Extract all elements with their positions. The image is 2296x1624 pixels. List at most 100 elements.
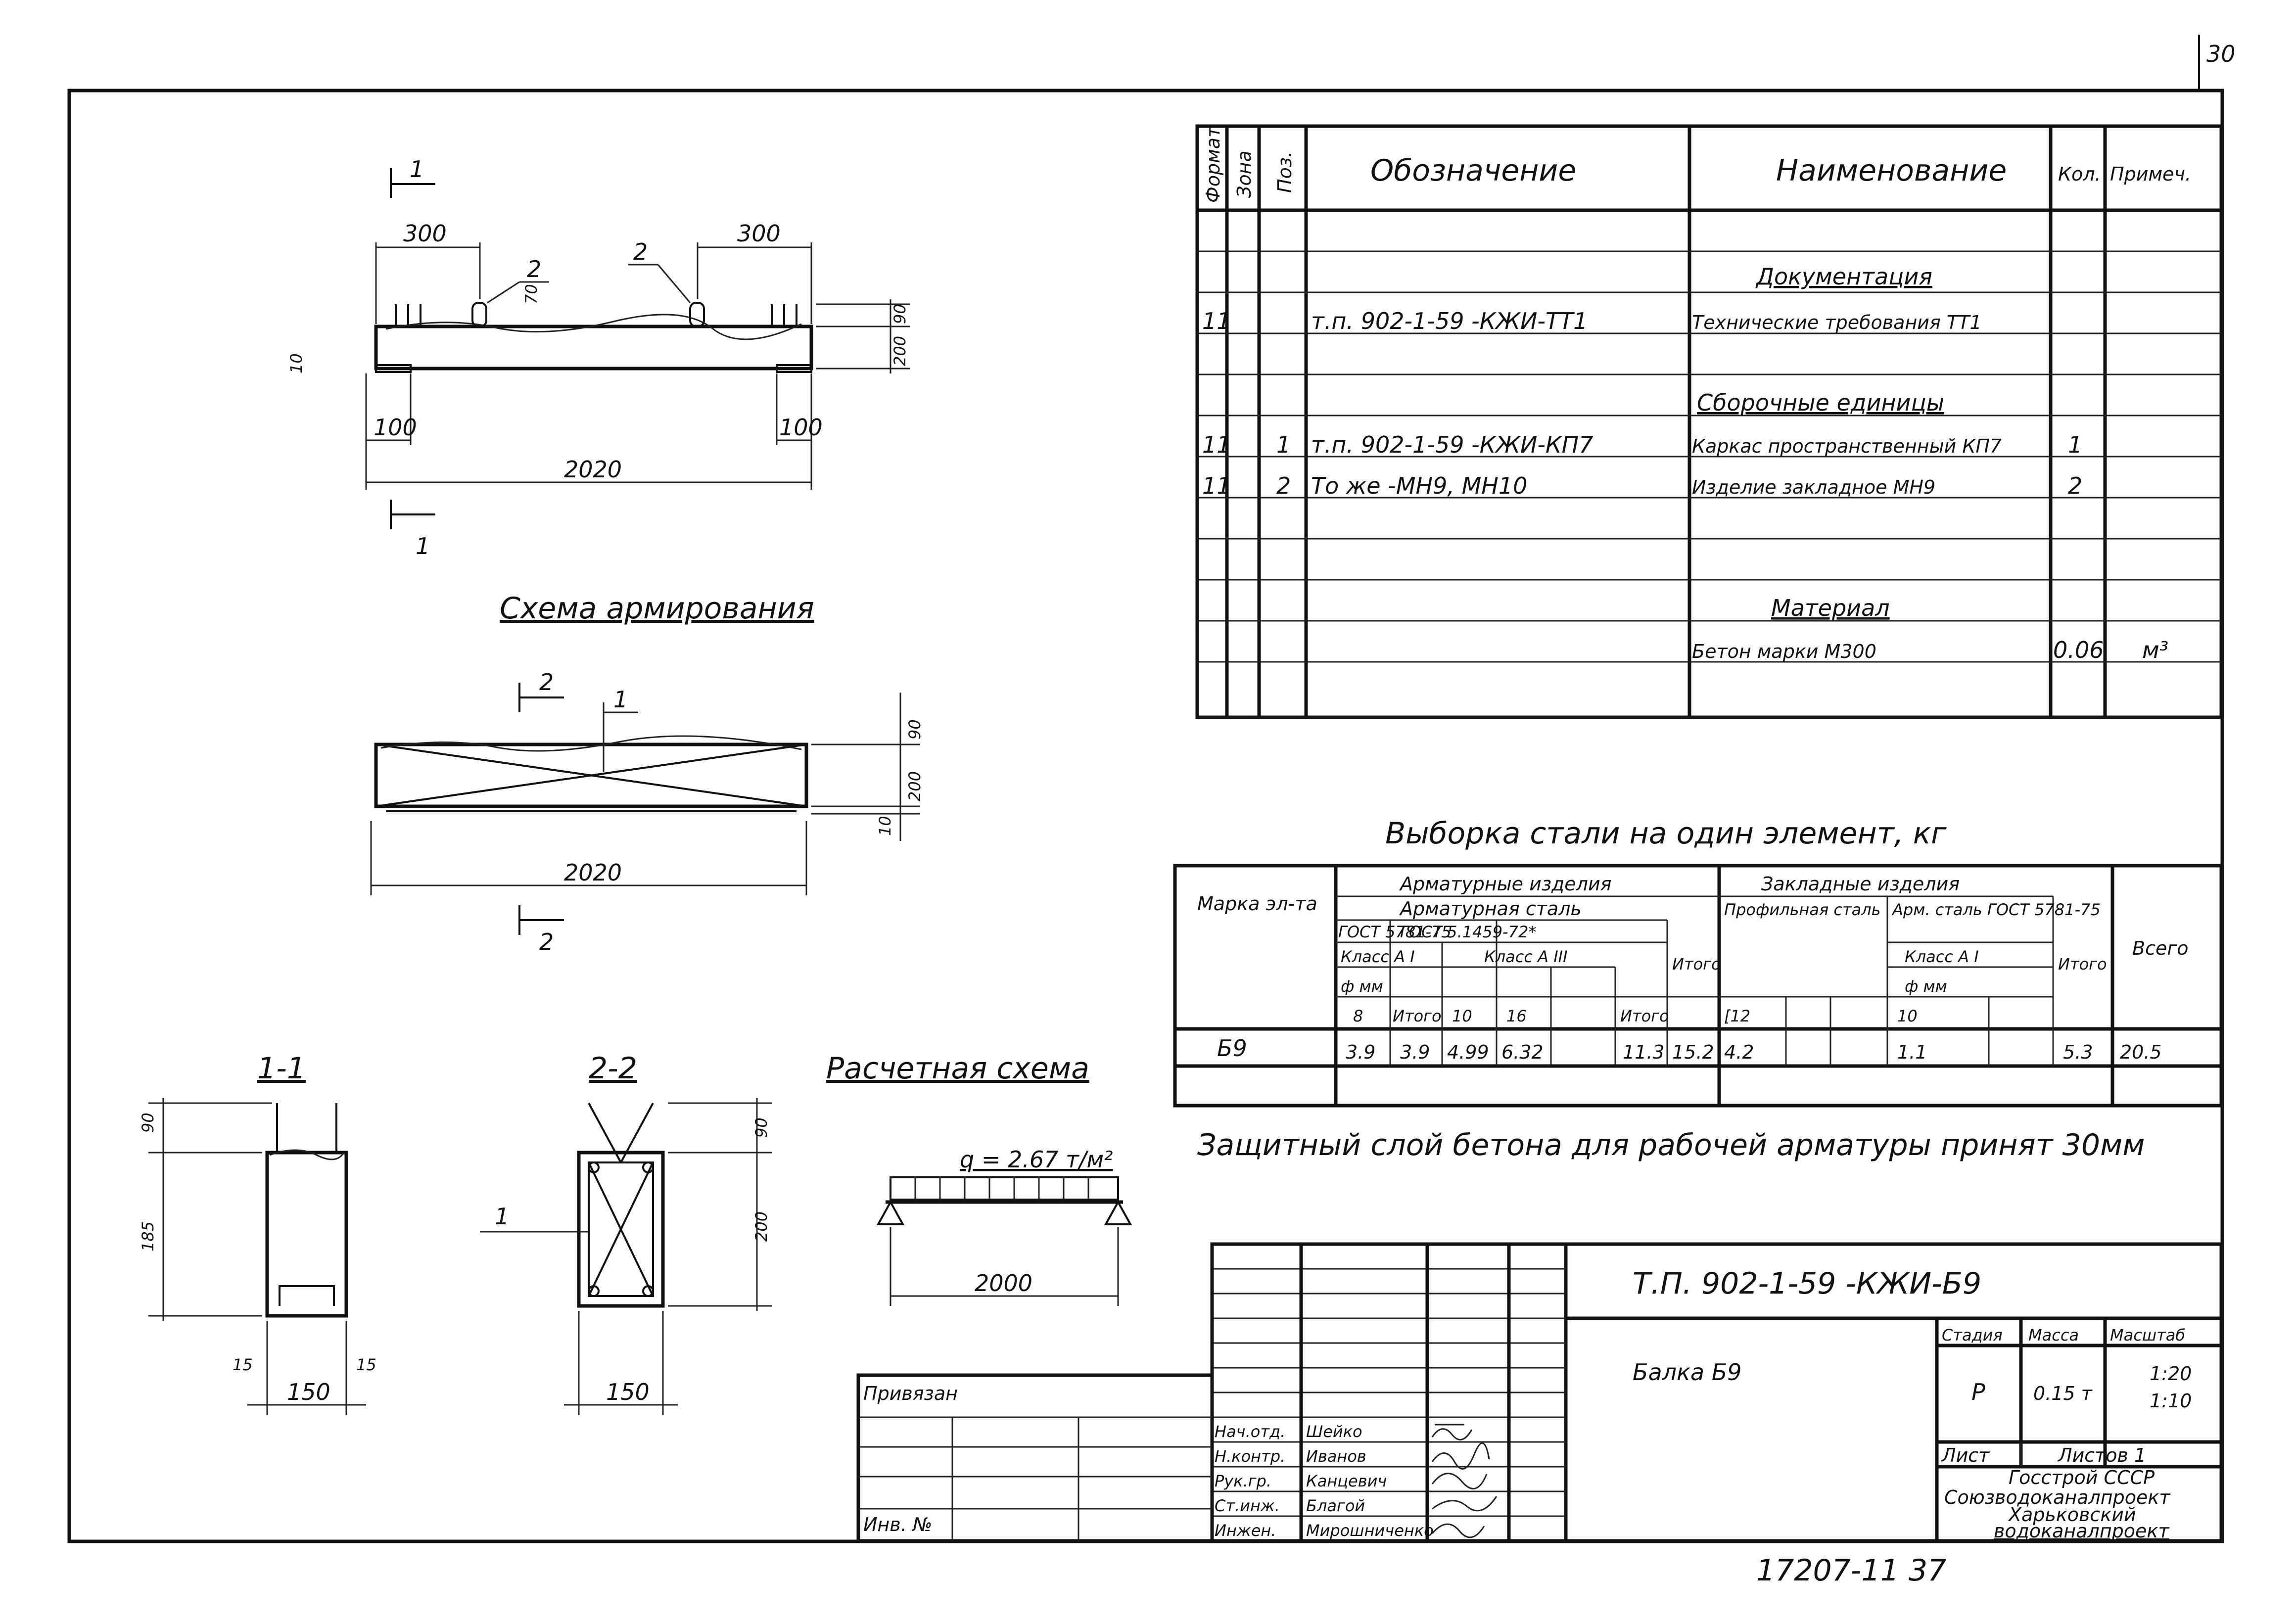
spec-row-4-name: Изделие закладное МН9 <box>1692 476 1935 498</box>
reinforcement-scheme-title: Схема армирования <box>500 591 814 626</box>
steel-sub-5: Итого <box>1620 1007 1669 1025</box>
spec-row-1-designation: т.п. 902-1-59 -КЖИ-ТТ1 <box>1311 308 1588 334</box>
steel-h-gost1: ГОСТ 5781-75 <box>1338 923 1452 941</box>
steel-h-gost2: ГОСТ 5.1459-72* <box>1400 923 1536 941</box>
signature-4 <box>1431 1523 1485 1538</box>
tb-role-2: Рук.гр. <box>1215 1472 1271 1490</box>
steel-row-11: 1.1 <box>1897 1041 1927 1063</box>
dim-100-right: 100 <box>779 414 823 441</box>
calc-scheme: q = 2.67 т/м² 2000 <box>876 1146 1132 1306</box>
steel-row-8: 4.2 <box>1724 1041 1754 1063</box>
tb-role-0: Нач.отд. <box>1215 1422 1285 1441</box>
steel-sub-0: 8 <box>1353 1007 1363 1025</box>
dim-15-a: 15 <box>233 1355 253 1374</box>
tb-role-1: Н.контр. <box>1215 1447 1285 1466</box>
signature-1 <box>1431 1442 1490 1470</box>
spec-h-name: Наименование <box>1776 153 2007 188</box>
dim-150-a: 150 <box>287 1379 330 1405</box>
spec-row-4-qty: 2 <box>2068 472 2082 499</box>
tb-code: Т.П. 902-1-59 -КЖИ-Б9 <box>1633 1266 1981 1301</box>
section-1-1: 90 185 150 15 15 <box>139 1098 376 1415</box>
beam-elevation: 1 300 300 2 2 70 90 200 10 100 <box>287 156 910 559</box>
dim-90-a: 90 <box>890 304 909 324</box>
dim-10-a: 10 <box>287 353 306 373</box>
steel-h-classA1b: Класс А I <box>1905 947 1979 966</box>
spec-row-1-name: Технические требования ТТ1 <box>1692 312 1982 333</box>
pos-2-left: 2 <box>527 256 541 282</box>
dim-90-d: 90 <box>752 1117 771 1138</box>
spec-row-1-format: 11 <box>1202 308 1231 334</box>
dim-100-left: 100 <box>374 414 417 441</box>
steel-h-emb: Закладные изделия <box>1761 873 1960 895</box>
tb-inv: Инв. № <box>863 1514 932 1535</box>
steel-sub-3: 16 <box>1506 1007 1527 1025</box>
steel-row-2: 3.9 <box>1400 1041 1430 1063</box>
dim-90-b: 90 <box>905 719 924 740</box>
dim-185: 185 <box>139 1221 157 1252</box>
tb-org3: Харьковский <box>2008 1504 2136 1526</box>
spec-row-3-format: 11 <box>1202 431 1231 458</box>
steel-sub-1: Итого <box>1393 1007 1442 1025</box>
tb-name: Балка Б9 <box>1633 1359 1742 1386</box>
spec-row-3-qty: 1 <box>2068 431 2082 458</box>
spec-row-6-note: м³ <box>2142 637 2168 663</box>
dim-2020: 2020 <box>564 456 622 483</box>
dim-200-b: 200 <box>905 771 924 801</box>
tb-name-3: Благой <box>1306 1496 1365 1515</box>
steel-h-classA3: Класс А III <box>1484 947 1568 966</box>
steel-table: Марка эл-та Арматурные изделия Арматурна… <box>1173 864 2223 1108</box>
steel-title: Выборка стали на один элемент, кг <box>1385 816 1947 851</box>
page-number: 30 <box>2206 41 2236 67</box>
spec-row-5-name: Материал <box>1771 595 1890 621</box>
steel-row-6: 11.3 <box>1623 1041 1665 1063</box>
tb-role-4: Инжен. <box>1215 1521 1276 1540</box>
bottom-stamp: 17207-11 37 <box>1756 1553 1946 1588</box>
tb-org2: Союзводоканалпроект <box>1944 1486 2171 1508</box>
section-mark-top: 1 <box>410 156 424 183</box>
spec-table: Формат Зона Поз. Обозначение Наименовани… <box>1195 124 2223 719</box>
section-2-2: 1 90 200 150 <box>480 1098 772 1415</box>
load-label: q = 2.67 т/м² <box>960 1146 1113 1173</box>
steel-h-profile: Профильная сталь <box>1724 900 1881 919</box>
section-mark-2-bottom: 2 <box>539 928 554 955</box>
cover-note: Защитный слой бетона для рабочей арматур… <box>1197 1128 2145 1162</box>
spec-h-qty: Кол. <box>2058 163 2101 185</box>
spec-row-3-name: Каркас пространственный КП7 <box>1692 435 2002 457</box>
tb-scale2: 1:10 <box>2150 1390 2192 1412</box>
section-1-title: 1-1 <box>257 1051 306 1086</box>
spec-row-3-designation: т.п. 902-1-59 -КЖИ-КП7 <box>1311 431 1593 458</box>
tb-org1: Госстрой СССР <box>2009 1467 2155 1488</box>
section-mark-bottom: 1 <box>416 533 430 559</box>
dim-200-c: 200 <box>752 1211 771 1242</box>
tb-mass: 0.15 т <box>2033 1383 2093 1404</box>
steel-h-dia: ф мм <box>1341 977 1383 996</box>
signature-0 <box>1431 1424 1473 1440</box>
dim-150-b: 150 <box>606 1379 650 1405</box>
steel-row-4: 6.32 <box>1501 1041 1544 1063</box>
spec-row-0-name: Документация <box>1755 263 1932 290</box>
pos-2-right: 2 <box>633 238 648 265</box>
steel-row-15: 20.5 <box>2120 1041 2162 1063</box>
signature-3 <box>1432 1496 1498 1512</box>
reinforcement-scheme: 2 1 90 200 10 2020 2 <box>370 669 924 955</box>
title-block: Привязан Инв. № Нач.отд. Н.контр. Рук.гр… <box>856 1242 2223 1543</box>
dim-2000: 2000 <box>975 1270 1032 1297</box>
steel-row-14: 5.3 <box>2063 1041 2093 1063</box>
tb-mass-h: Масса <box>2028 1326 2079 1345</box>
dim-300-left: 300 <box>403 220 447 247</box>
spec-row-6-name: Бетон марки М300 <box>1692 641 1876 662</box>
tb-sheet: Лист <box>1941 1444 1990 1466</box>
steel-sub-10: 10 <box>1897 1007 1918 1025</box>
spec-h-designation: Обозначение <box>1370 153 1576 188</box>
dim-90-c: 90 <box>139 1113 157 1133</box>
dim-70: 70 <box>522 284 541 304</box>
tb-sheets: Листов 1 <box>2057 1444 2146 1466</box>
pos-1-scheme: 1 <box>613 686 628 713</box>
section-2-title: 2-2 <box>589 1051 637 1086</box>
spec-row-2-name: Сборочные единицы <box>1697 389 1944 416</box>
dim-15-b: 15 <box>356 1355 376 1374</box>
steel-h-armst2: Арм. сталь ГОСТ 5781-75 <box>1891 900 2101 919</box>
spec-h-pos: Поз. <box>1274 151 1296 193</box>
spec-row-6-qty: 0.06 <box>2053 637 2104 663</box>
